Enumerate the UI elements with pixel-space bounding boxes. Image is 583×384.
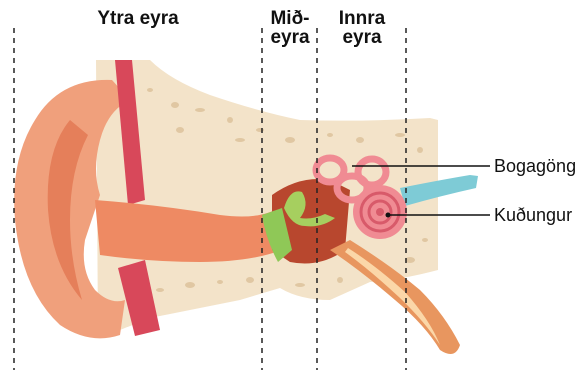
bone-pore xyxy=(256,128,264,132)
bone-pore xyxy=(295,283,305,287)
bone-pore xyxy=(417,147,423,153)
bone-pore xyxy=(395,133,405,137)
bone-pore xyxy=(195,108,205,112)
bone-pore xyxy=(147,88,153,92)
bone-pore xyxy=(327,133,333,137)
bone-pore xyxy=(285,137,295,143)
bone-pore xyxy=(227,117,233,123)
bone-pore xyxy=(156,288,164,292)
bone-pore xyxy=(235,138,245,142)
bone-pore xyxy=(176,127,184,133)
bone-pore xyxy=(185,282,195,288)
bone-pore xyxy=(246,277,254,283)
region-label-inner-ear: Innra eyra xyxy=(330,9,394,47)
callout-dot-cochlea xyxy=(386,213,391,218)
callout-label-cochlea: Kuðungur xyxy=(494,206,572,224)
bone-pore xyxy=(422,238,428,242)
cochlea-center xyxy=(376,208,384,216)
bone-pore xyxy=(217,280,223,284)
bone-pore xyxy=(171,102,179,108)
region-label-middle-ear: Mið- eyra xyxy=(262,9,318,47)
cochlea xyxy=(353,185,407,239)
bone-pore xyxy=(356,137,364,143)
bone-pore xyxy=(337,277,343,283)
region-label-outer-ear: Ytra eyra xyxy=(88,9,188,28)
callout-label-semicircular-canals: Bogagöng xyxy=(494,157,576,175)
